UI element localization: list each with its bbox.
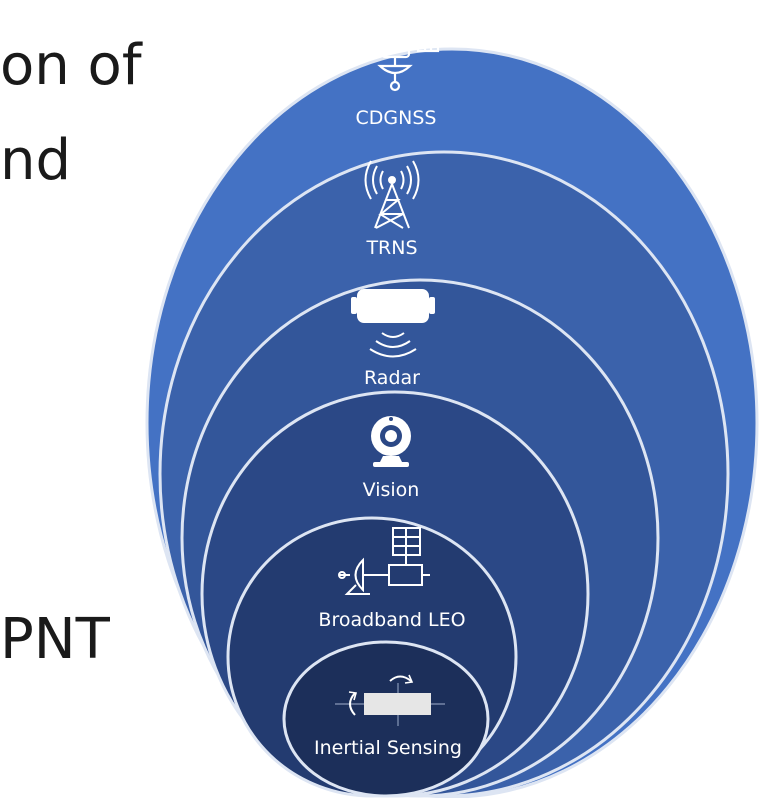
layer-inertial-sensing-ellipse [282,640,490,798]
layer-label-vision: Vision [363,479,420,501]
layer-label-broadband-leo: Broadband LEO [318,609,465,631]
layer-inertial-sensing [282,640,490,798]
camera-icon [371,416,411,467]
gyroscope-icon [335,674,445,726]
satellite-dish-icon [338,527,430,595]
layer-label-inertial-sensing: Inertial Sensing [314,737,462,759]
radar-icon [351,289,435,358]
layer-label-radar: Radar [364,367,420,389]
layer-label-trns: TRNS [365,237,417,259]
background-text-line-2: nd [0,128,72,193]
layer-label-cdgnss: CDGNSS [356,107,437,129]
satellite-icon [351,24,440,92]
background-text-line-1: on of [0,33,142,98]
background-text-line-3: PNT [0,607,110,672]
radio-tower-icon [364,160,420,229]
